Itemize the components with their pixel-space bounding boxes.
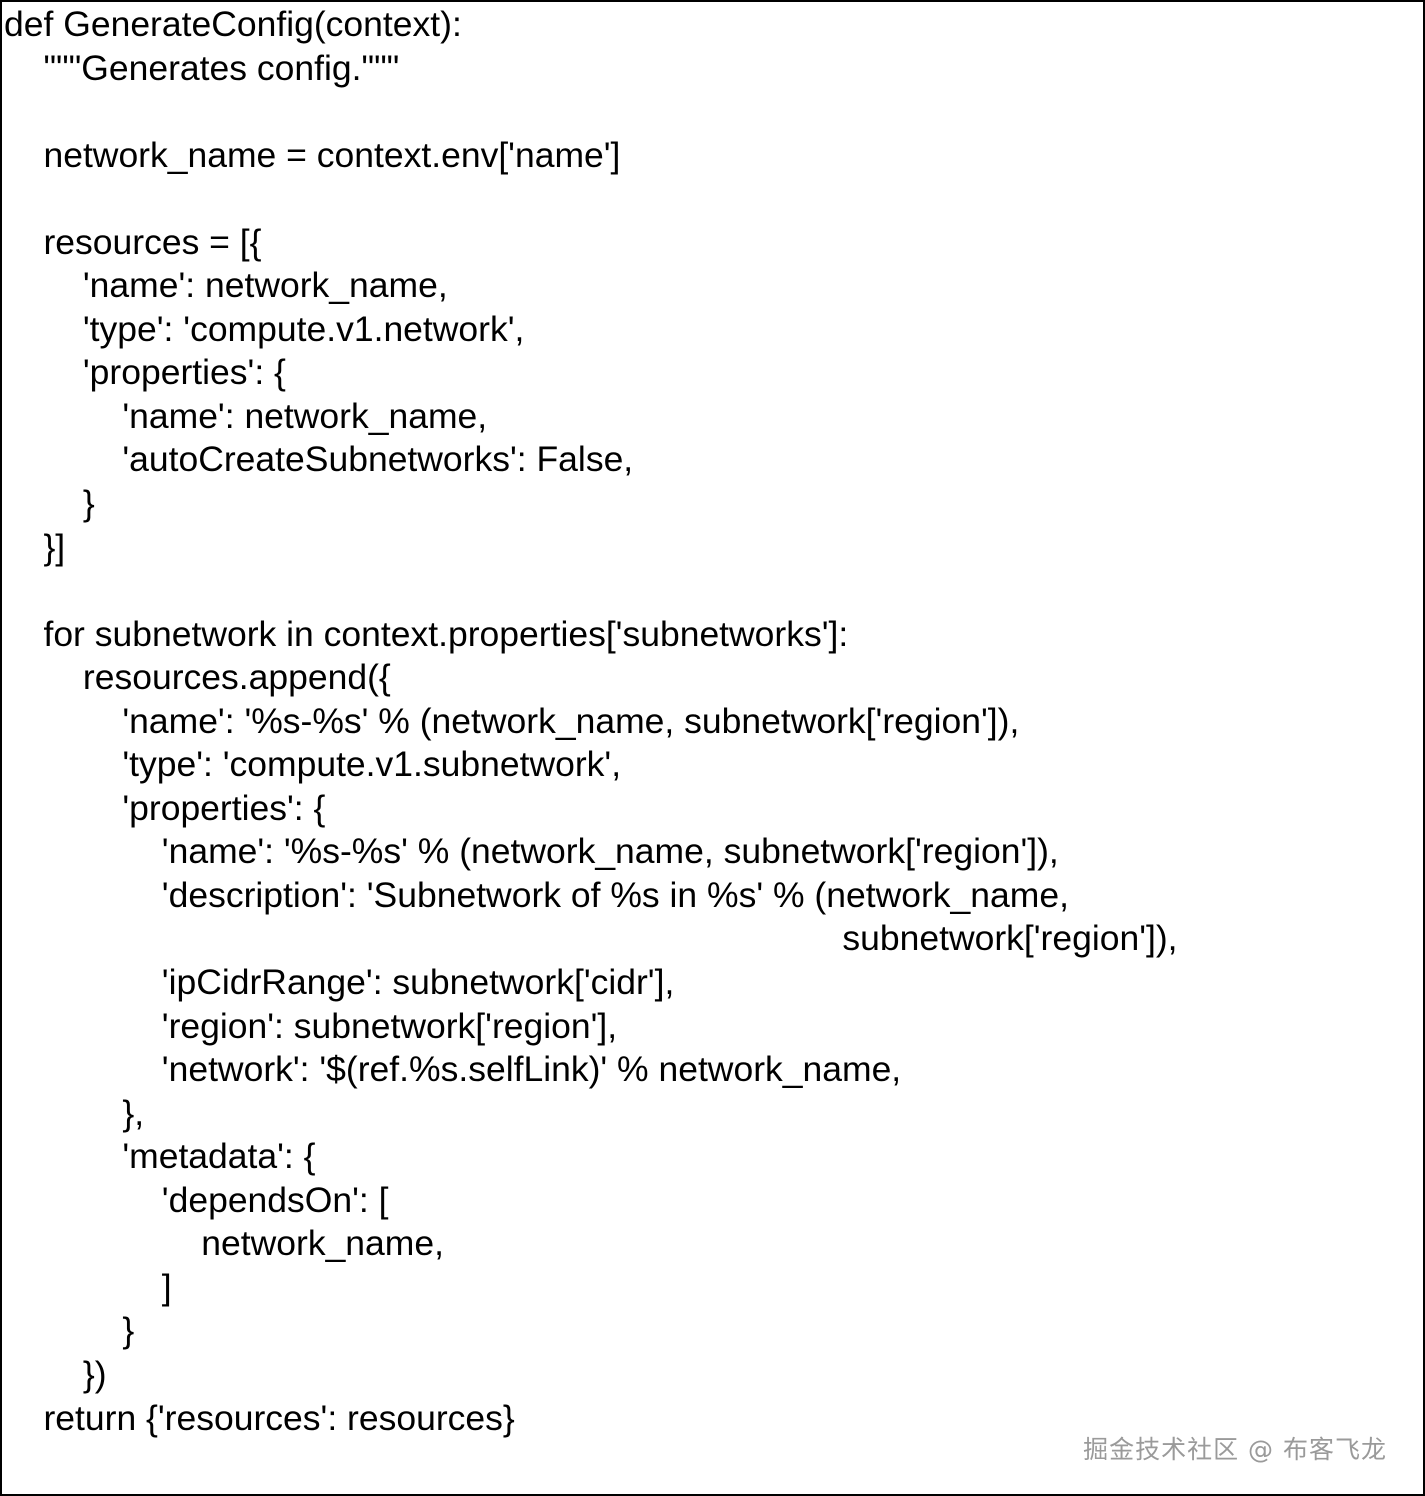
code-line: } xyxy=(4,1310,135,1351)
code-line: 'dependsOn': [ xyxy=(4,1179,389,1220)
code-line: 'name': network_name, xyxy=(4,265,448,306)
code-line: 'properties': { xyxy=(4,352,286,393)
code-line: 'region': subnetwork['region'], xyxy=(4,1005,618,1046)
watermark-text: 掘金技术社区 @ 布客飞龙 xyxy=(1083,1435,1387,1464)
code-line xyxy=(4,177,1178,221)
code-line: return {'resources': resources} xyxy=(4,1397,515,1438)
code-line: 'name': '%s-%s' % (network_name, subnetw… xyxy=(4,831,1059,872)
code-line: resources = [{ xyxy=(4,221,262,262)
code-line: resources.append({ xyxy=(4,657,391,698)
code-line: }] xyxy=(4,526,66,567)
code-line: 'network': '$(ref.%s.selfLink)' % networ… xyxy=(4,1049,902,1090)
code-line: 'type': 'compute.v1.network', xyxy=(4,308,525,349)
code-line: }, xyxy=(4,1092,145,1133)
code-line: 'description': 'Subnetwork of %s in %s' … xyxy=(4,874,1069,915)
code-line: for subnetwork in context.properties['su… xyxy=(4,613,849,654)
code-line: ] xyxy=(4,1266,172,1307)
code-line: } xyxy=(4,483,95,524)
code-line: 'metadata': { xyxy=(4,1136,316,1177)
code-line: 'name': network_name, xyxy=(4,395,488,436)
code-line: 'name': '%s-%s' % (network_name, subnetw… xyxy=(4,700,1020,741)
code-block: def GenerateConfig(context): """Generate… xyxy=(4,3,1178,1440)
code-line: network_name = context.env['name'] xyxy=(4,134,621,175)
code-line xyxy=(4,90,1178,134)
code-line: 'properties': { xyxy=(4,787,326,828)
code-line: 'ipCidrRange': subnetwork['cidr'], xyxy=(4,962,675,1003)
code-line: """Generates config.""" xyxy=(4,47,400,88)
code-line: 'type': 'compute.v1.subnetwork', xyxy=(4,744,622,785)
code-line: network_name, xyxy=(4,1223,444,1264)
code-line xyxy=(4,569,1178,613)
code-line: def GenerateConfig(context): xyxy=(4,4,462,44)
code-line: 'autoCreateSubnetworks': False, xyxy=(4,439,634,480)
code-line: subnetwork['region']), xyxy=(4,918,1178,959)
code-line: }) xyxy=(4,1353,107,1394)
